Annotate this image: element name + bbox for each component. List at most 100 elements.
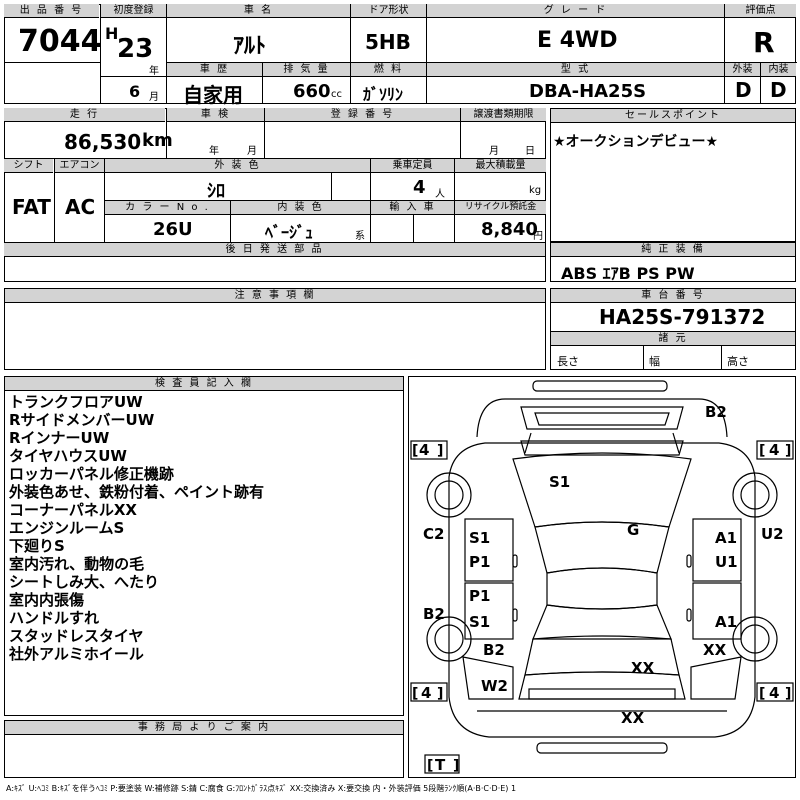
genuine-equipment-header: 純 正 装 備 <box>551 243 795 257</box>
mark-xx-right: XX <box>703 641 727 659</box>
car-name: ｱﾙﾄ <box>233 34 267 59</box>
reg-month: 6 <box>129 82 141 101</box>
mark-p1-left-rear: P1 <box>469 587 490 605</box>
recycle-unit: 円 <box>533 231 543 242</box>
history: 自家用 <box>183 83 243 107</box>
caution-header: 注 意 事 項 欄 <box>5 289 545 303</box>
max-load-header: 最大積載量 <box>455 159 546 173</box>
import-cell: 輸 入 車 <box>370 200 454 243</box>
note-line: エンジンルームS <box>9 519 125 537</box>
history-cell: 車 歴 自家用 <box>166 62 262 107</box>
tire-label-rear-left: 4 <box>419 441 429 459</box>
tire-label-rear-right: 4 <box>769 441 779 459</box>
note-line: RサイドメンバーUW <box>9 411 155 429</box>
svg-text:[: [ <box>759 686 765 702</box>
mileage-unit: km <box>142 130 173 151</box>
note-line: シートしみ大、へたり <box>9 573 160 591</box>
length-label: 長さ <box>557 355 579 368</box>
transfer-month-unit: 月 <box>489 146 499 157</box>
note-line: 外装色あせ、鉄粉付着、ペイント跡有 <box>9 483 265 501</box>
lot-number-header: 出 品 番 号 <box>4 4 99 18</box>
chassis-number: HA25S-791372 <box>599 305 766 329</box>
svg-text:[: [ <box>759 443 765 459</box>
transfer-cell: 譲渡書類期限 月 日 <box>460 108 546 158</box>
legend: A:ｷｽﾞ U:ﾍｺﾐ B:ｷｽﾞを伴うﾍｺﾐ P:要塗装 W:補修跡 S:錆 … <box>6 784 517 793</box>
int-color-header: 内 装 色 <box>231 201 370 215</box>
registration-cell: 登 録 番 号 <box>264 108 460 158</box>
recycle-amount: 8,840 <box>481 219 538 240</box>
svg-text:[: [ <box>412 686 418 702</box>
capacity-cell: 乗車定員 4 人 <box>370 158 454 200</box>
recycle-cell: リサイクル預託金 8,840 円 <box>454 200 546 242</box>
mark-c2-left: C2 <box>423 525 444 543</box>
mark-g-roof: G <box>627 521 639 539</box>
lot-number-cell: 出 品 番 号 7044 <box>4 4 102 104</box>
car-diagram: 4 4 4 4 T B2 S1 G C2 U2 S1 P1 A1 U1 B2 P… <box>410 380 794 774</box>
displacement-unit: cc <box>331 89 342 100</box>
note-line: ハンドルすれ <box>9 609 100 627</box>
history-header: 車 歴 <box>167 63 262 77</box>
model-cell: 型 式 DBA-HA25S <box>426 62 724 104</box>
svg-text:]: ] <box>453 758 459 774</box>
sales-point: ★オークションデビュー★ <box>553 134 719 150</box>
office-notice-box: 事 務 局 よ り ご 案 内 <box>4 720 404 778</box>
sales-point-box: セールスポイント ★オークションデビュー★ <box>550 108 796 242</box>
mark-xx-bottom: XX <box>621 709 645 727</box>
inspector-notes-list: トランクフロアUW RサイドメンバーUW RインナーUW タイヤハウスUW ロッ… <box>9 393 264 663</box>
displacement: 660 <box>293 81 331 102</box>
mileage-header: 走 行 <box>4 108 165 122</box>
svg-text:]: ] <box>437 443 443 459</box>
note-line: タイヤハウスUW <box>9 447 127 465</box>
mark-a1-right-rear: A1 <box>715 613 737 631</box>
era: H <box>105 24 119 43</box>
note-line: 室内汚れ、動物の毛 <box>9 555 145 573</box>
ext-color-header: 外 装 色 <box>105 159 370 173</box>
mark-xx-trunk: XX <box>631 659 655 677</box>
door-type: 5HB <box>365 30 411 54</box>
first-reg-cell: 初度登録 H 23 年 6 月 <box>100 4 167 104</box>
ext-color: ｼﾛ <box>207 181 225 202</box>
note-line: 下廻りS <box>9 537 65 555</box>
reg-month-unit: 月 <box>149 92 159 103</box>
inspection-year-unit: 年 <box>209 146 219 157</box>
tire-label-front-right: 4 <box>769 684 779 702</box>
aircon-header: エアコン <box>55 159 104 173</box>
mark-b2-left-bottom: B2 <box>483 641 505 659</box>
color-no-header: カ ラ ー N o . <box>105 201 230 215</box>
inspector-box: 検 査 員 記 入 欄 トランクフロアUW RサイドメンバーUW RインナーUW… <box>4 376 404 716</box>
genuine-equipment: ABS ｴｱB PS PW <box>561 264 695 283</box>
mark-b2-left: B2 <box>423 605 445 623</box>
svg-text:]: ] <box>437 686 443 702</box>
score: R <box>753 26 775 59</box>
width-label: 幅 <box>649 355 660 368</box>
aircon: AC <box>65 195 96 219</box>
transfer-header: 譲渡書類期限 <box>461 108 546 122</box>
recycle-header: リサイクル預託金 <box>455 201 546 215</box>
note-line: 室内内張傷 <box>9 591 85 609</box>
later-parts-cell: 後 日 発 送 部 品 <box>4 242 546 282</box>
car-diagram-box: 4 4 4 4 T B2 S1 G C2 U2 S1 P1 A1 U1 B2 P… <box>408 376 796 778</box>
office-notice-header: 事 務 局 よ り ご 案 内 <box>5 721 403 735</box>
grade-cell: グ レ ー ド E 4WD <box>426 4 724 62</box>
specs-header: 諸 元 <box>551 331 795 346</box>
fuel: ｶﾞｿﾘﾝ <box>363 85 404 104</box>
genuine-equipment-box: 純 正 装 備 ABS ｴｱB PS PW <box>550 242 796 283</box>
displacement-header: 排 気 量 <box>263 63 350 77</box>
grade: E 4WD <box>537 28 618 53</box>
interior-score-header: 内装 <box>761 63 796 77</box>
aircon-cell: エアコン AC <box>54 158 104 242</box>
color-no-cell: カ ラ ー N o . 26U <box>104 200 230 242</box>
displacement-cell: 排 気 量 660 cc <box>262 62 350 104</box>
car-name-cell: 車 名 ｱﾙﾄ <box>166 4 350 62</box>
color-no: 26U <box>153 219 193 240</box>
mark-b2-top: B2 <box>705 403 727 421</box>
svg-text:[: [ <box>427 758 433 774</box>
import-header: 輸 入 車 <box>371 201 454 215</box>
mark-w2-left: W2 <box>481 677 508 695</box>
mark-s1-left-front: S1 <box>469 529 490 547</box>
int-color: ﾍﾞｰｼﾞｭ <box>265 223 314 242</box>
model-header: 型 式 <box>427 63 724 77</box>
shift: FAT <box>12 195 51 219</box>
svg-text:[: [ <box>412 443 418 459</box>
max-load-cell: 最大積載量 kg <box>454 158 546 200</box>
